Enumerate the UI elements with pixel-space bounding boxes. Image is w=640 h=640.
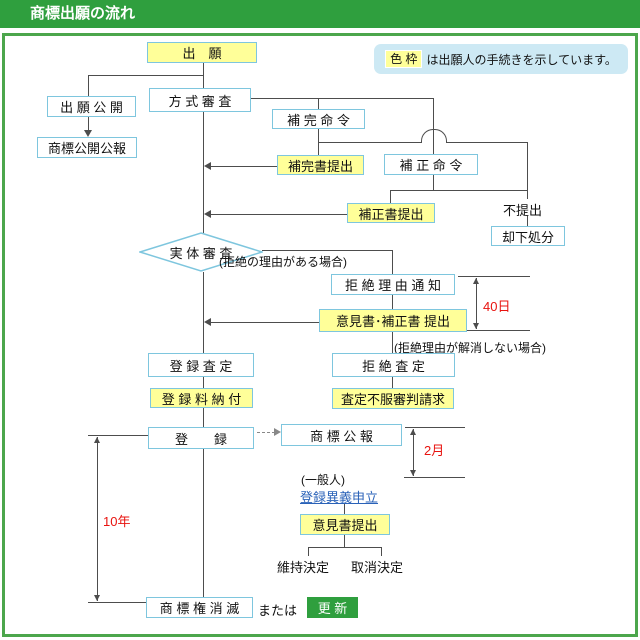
connector	[203, 272, 204, 353]
node-amendment-order: 補 正 命 令	[384, 154, 478, 175]
label-cancel-decision: 取消決定	[351, 560, 404, 575]
node-opinion-amendment: 意見書･補正書 提出	[319, 309, 467, 332]
measure-line	[413, 429, 414, 476]
connector	[88, 117, 89, 131]
connector	[262, 250, 393, 251]
connector	[344, 535, 345, 547]
legend-color-chip: 色 枠	[385, 50, 423, 68]
connector	[381, 547, 382, 556]
node-registration: 登 録	[148, 427, 254, 449]
connector	[433, 98, 434, 154]
connector	[318, 98, 319, 109]
connector	[527, 142, 528, 199]
node-amendment-filing: 補正書提出	[347, 203, 435, 223]
node-substantive-exam-label: 実 体 審 査	[169, 245, 233, 261]
arrowhead-left	[204, 318, 211, 326]
diamond-shape	[137, 232, 265, 272]
measure-cap	[467, 330, 530, 331]
label-or: または	[258, 603, 298, 618]
arrowhead-up	[410, 429, 416, 435]
measure-cap	[404, 477, 465, 478]
connector	[392, 377, 393, 388]
node-fee-payment: 登 録 料 納 付	[150, 388, 253, 408]
page-title: 商標出願の流れ	[30, 5, 136, 22]
connector	[390, 190, 391, 203]
arrowhead-left	[204, 210, 211, 218]
node-formality-exam: 方 式 審 査	[149, 88, 251, 112]
legend: 色 枠 は出願人の手続きを示しています。	[374, 44, 628, 74]
node-right-expiration: 商 標 権 消 滅	[146, 597, 253, 618]
connector	[308, 547, 309, 556]
connector	[203, 112, 204, 233]
connector	[211, 214, 348, 215]
connector	[390, 190, 528, 191]
node-application: 出 願	[147, 42, 257, 63]
node-refusal-decision: 拒 絶 査 定	[332, 353, 455, 377]
measure-line	[97, 437, 98, 601]
node-registration-decision: 登 録 査 定	[148, 353, 254, 377]
arrowhead-right	[274, 428, 281, 436]
measure-cap	[88, 602, 147, 603]
arrowhead-down	[410, 470, 416, 476]
connector	[203, 449, 204, 597]
node-appeal-request: 査定不服審判請求	[332, 388, 454, 409]
arrowhead-down	[84, 130, 92, 137]
opposition-link[interactable]: 登録異義申立	[300, 490, 379, 505]
node-completion-order: 補 完 命 令	[272, 109, 365, 129]
measure-cap	[88, 435, 148, 436]
label-2months: 2月	[424, 443, 445, 458]
arrowhead-down	[473, 323, 479, 329]
connector	[344, 503, 345, 514]
connector	[446, 142, 528, 143]
connector	[211, 322, 320, 323]
label-reason-case: (拒絶の理由がある場合)	[219, 255, 347, 269]
connector	[433, 175, 434, 190]
node-renewal: 更 新	[307, 597, 358, 618]
arrowhead-left	[204, 162, 211, 170]
legend-text: は出願人の手続きを示しています。	[426, 52, 617, 67]
node-substantive-exam: 実 体 審 査	[137, 232, 265, 272]
connector	[250, 98, 434, 99]
connector	[392, 295, 393, 309]
label-10years: 10年	[103, 514, 131, 529]
label-not-filed: 不提出	[503, 203, 543, 218]
measure-cap	[458, 276, 530, 277]
arrowhead-up	[473, 278, 479, 284]
node-publication: 出 願 公 開	[47, 96, 136, 117]
label-unresolved-case: (拒絶理由が解消しない場合)	[394, 341, 546, 355]
connector	[392, 332, 393, 353]
chart-frame	[2, 33, 638, 637]
connector	[203, 408, 204, 427]
connector	[211, 166, 278, 167]
node-trademark-gazette: 商 標 公 報	[281, 424, 402, 446]
node-refusal-notice: 拒 絶 理 由 通 知	[331, 274, 455, 295]
connector	[203, 377, 204, 388]
node-opinion-filing: 意見書提出	[300, 514, 390, 535]
node-dismissal: 却下処分	[491, 226, 565, 246]
dashed-connector	[257, 432, 275, 433]
arrowhead-up	[94, 437, 100, 443]
label-general-public: (一般人)	[301, 473, 345, 487]
connector	[527, 216, 528, 226]
connector	[88, 75, 204, 76]
measure-cap	[405, 427, 465, 428]
arrowhead-down	[94, 595, 100, 601]
measure-line	[476, 278, 477, 329]
connector	[392, 250, 393, 274]
connector	[88, 75, 89, 96]
page-header: 商標出願の流れ	[0, 0, 640, 28]
connector	[308, 547, 382, 548]
connector	[318, 142, 421, 143]
label-40days: 40日	[483, 299, 511, 314]
node-completion-filing: 補完書提出	[277, 155, 364, 175]
node-publication-gazette: 商標公開公報	[37, 137, 137, 158]
label-maintain-decision: 維持決定	[277, 560, 330, 575]
